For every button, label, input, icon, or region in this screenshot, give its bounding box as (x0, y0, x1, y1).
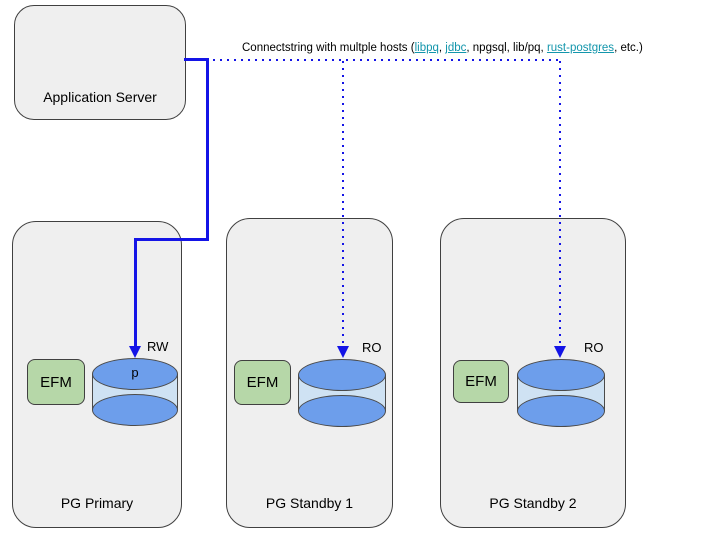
pg-standby2-label: PG Standby 2 (489, 495, 577, 511)
cylinder-bottom-cap (92, 394, 178, 426)
arrowhead-down-icon (337, 346, 349, 358)
cylinder-top-cap (92, 358, 178, 390)
efm-chip-primary: EFM (27, 359, 85, 405)
postgres-db-cylinder-primary-icon: p (92, 358, 178, 426)
connectstring-annotation: Connectstring with multple hosts (libpq,… (242, 42, 643, 54)
annotation-text: Connectstring with multple hosts ( (242, 42, 415, 54)
app-server-node: Application Server (14, 5, 186, 120)
efm-chip-standby2: EFM (453, 360, 509, 403)
efm-label: EFM (465, 373, 497, 390)
cylinder-top-cap (517, 359, 605, 391)
access-label-ro-1: RO (362, 340, 382, 355)
ro-connection-line-standby2 (559, 61, 561, 346)
cylinder-bottom-cap (298, 395, 386, 427)
ro-connection-line-standby1 (342, 61, 344, 346)
app-server-label: Application Server (43, 89, 157, 105)
annotation-text: , npgsql, lib/pq, (466, 42, 547, 54)
postgres-db-cylinder-standby1-icon (298, 359, 386, 427)
rw-connection-line (206, 58, 209, 241)
pg-primary-label: PG Primary (60, 495, 134, 511)
pg-standby1-label: PG Standby 1 (265, 495, 354, 511)
postgres-db-cylinder-standby2-icon (517, 359, 605, 427)
annotation-text: , etc.) (614, 42, 643, 54)
link-libpq[interactable]: libpq (414, 42, 439, 54)
annotation-text: , (438, 42, 446, 54)
efm-label: EFM (246, 374, 279, 391)
efm-chip-standby1: EFM (234, 360, 291, 405)
db-letter: p (131, 365, 139, 380)
cylinder-bottom-cap (517, 395, 605, 427)
link-jdbc[interactable]: jdbc (445, 42, 467, 54)
access-label-ro-2: RO (584, 340, 604, 355)
link-rust-postgres[interactable]: rust-postgres (546, 42, 615, 54)
rw-connection-line (134, 238, 137, 346)
efm-label: EFM (40, 373, 72, 391)
ro-connection-line (185, 59, 562, 61)
access-label-rw: RW (147, 339, 169, 354)
arrowhead-down-icon (554, 346, 566, 358)
cylinder-top-cap (298, 359, 386, 391)
rw-connection-line (134, 238, 209, 241)
arrowhead-down-icon (129, 346, 141, 358)
